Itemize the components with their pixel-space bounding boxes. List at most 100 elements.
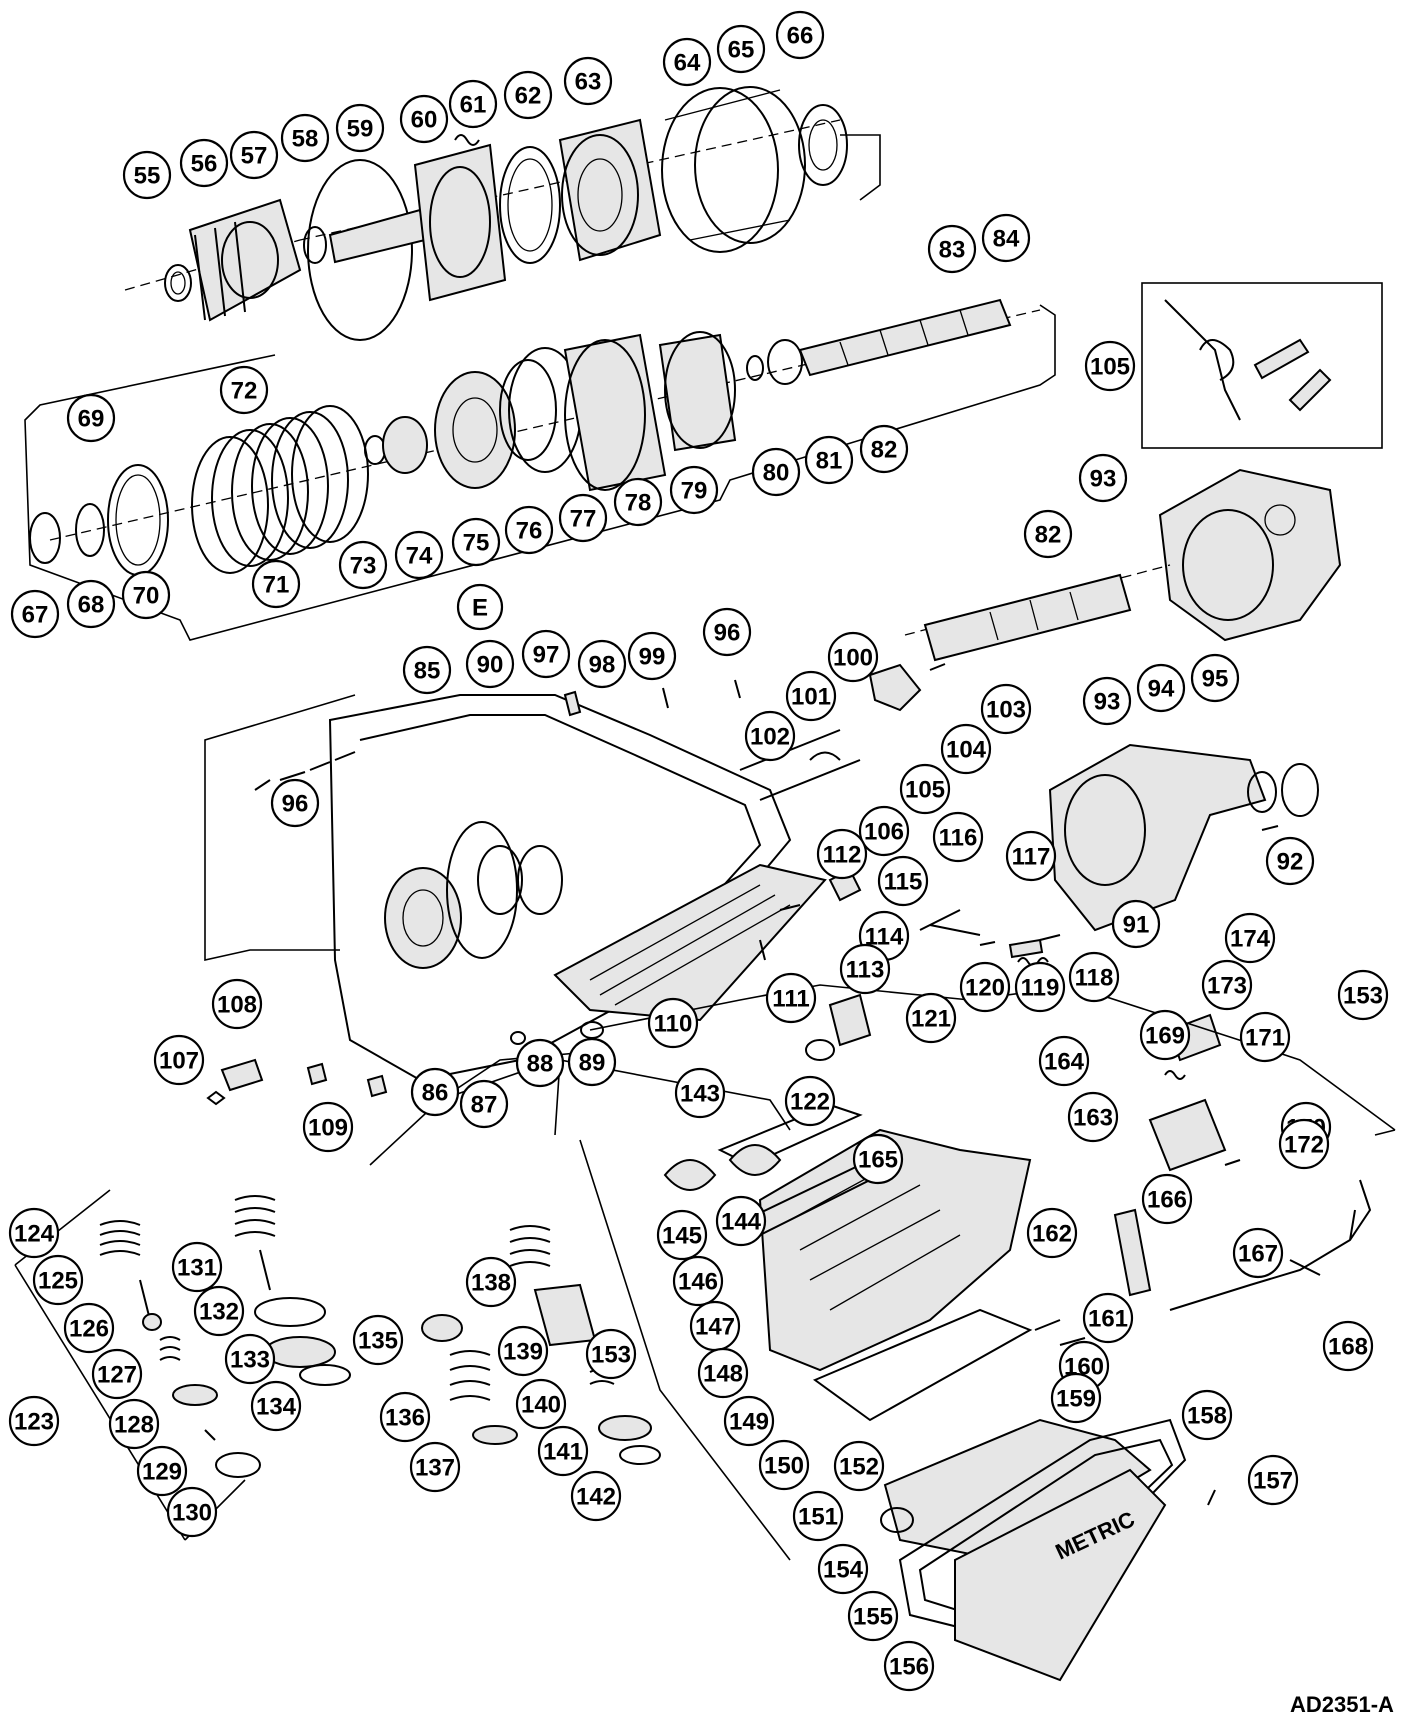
- callout-172: 172: [1278, 1118, 1330, 1170]
- callout-number: 85: [414, 658, 441, 685]
- callout-129: 129: [136, 1445, 188, 1497]
- callout-circle: [932, 811, 984, 863]
- callout-number: 139: [503, 1339, 543, 1366]
- callout-number: 74: [406, 543, 433, 570]
- callout-circle: [229, 130, 279, 180]
- callout-99: 99: [627, 631, 677, 681]
- callout-circle: [280, 113, 330, 163]
- callout-149: 149: [723, 1395, 775, 1447]
- callout-circle: [1278, 1118, 1330, 1170]
- callout-number: 115: [884, 869, 923, 896]
- callout-circle: [585, 1328, 637, 1380]
- callout-number: 97: [533, 642, 560, 669]
- callout-circle: [1023, 509, 1073, 559]
- callout-circle: [647, 997, 699, 1049]
- callout-60: 60: [399, 94, 449, 144]
- callout-circle: [775, 10, 825, 60]
- callout-circle: [1050, 1372, 1102, 1424]
- callout-circle: [816, 828, 868, 880]
- callout-number: 107: [159, 1048, 199, 1075]
- callout-154: 154: [817, 1543, 869, 1595]
- callout-number: 64: [674, 50, 701, 77]
- callout-number: 93: [1094, 689, 1121, 716]
- callout-136: 136: [379, 1391, 431, 1443]
- callout-number: 66: [787, 23, 814, 50]
- callout-111: 111: [765, 972, 817, 1024]
- callout-number: 171: [1245, 1025, 1285, 1052]
- callout-circle: [250, 1380, 302, 1432]
- callout-number: 68: [78, 592, 105, 619]
- callout-number: 168: [1328, 1334, 1368, 1361]
- callout-number: 128: [114, 1412, 154, 1439]
- callout-number: 146: [678, 1269, 718, 1296]
- callout-92: 92: [1265, 836, 1315, 886]
- callout-number: 94: [1148, 676, 1175, 703]
- callout-153: 153: [585, 1328, 637, 1380]
- callout-circle: [91, 1348, 143, 1400]
- callout-number: 167: [1238, 1241, 1278, 1268]
- callout-165: 165: [852, 1133, 904, 1185]
- callout-circle: [399, 94, 449, 144]
- callout-number: 121: [911, 1006, 951, 1033]
- callout-number: 106: [864, 819, 904, 846]
- callout-103: 103: [980, 683, 1032, 735]
- callout-number: 67: [22, 602, 49, 629]
- callout-circle: [1111, 899, 1161, 949]
- callout-number: 89: [579, 1050, 606, 1077]
- callout-circle: [1068, 951, 1120, 1003]
- callout-number: 59: [347, 116, 374, 143]
- callout-55: 55: [122, 150, 172, 200]
- callout-119: 119: [1014, 961, 1066, 1013]
- callout-number: 63: [575, 69, 602, 96]
- callout-109: 109: [302, 1101, 354, 1153]
- callout-circle: [1247, 1454, 1299, 1506]
- callout-108: 108: [211, 978, 263, 1030]
- callout-110: 110: [647, 997, 699, 1049]
- callout-number: 122: [790, 1089, 830, 1116]
- callout-number: 84: [993, 226, 1020, 253]
- callout-56: 56: [179, 138, 229, 188]
- callout-circle: [121, 570, 171, 620]
- callout-number: 61: [460, 92, 487, 119]
- callout-number: 87: [471, 1092, 498, 1119]
- callout-81: 81: [804, 435, 854, 485]
- callout-number: 136: [385, 1405, 425, 1432]
- callout-number: 117: [1012, 844, 1051, 871]
- callout-59: 59: [335, 103, 385, 153]
- callout-circle: [702, 607, 752, 657]
- callout-circle: [394, 530, 444, 580]
- callout-circle: [451, 517, 501, 567]
- callout-124: 124: [8, 1207, 60, 1259]
- callout-circle: [66, 393, 116, 443]
- callout-156: 156: [883, 1640, 935, 1692]
- callout-circle: [515, 1038, 565, 1088]
- callout-64: 64: [662, 37, 712, 87]
- callout-number: 70: [133, 583, 160, 610]
- callout-140: 140: [515, 1378, 567, 1430]
- callout-circle: [859, 424, 909, 474]
- callout-65: 65: [716, 24, 766, 74]
- callout-68: 68: [66, 579, 116, 629]
- callout-number: 148: [703, 1361, 743, 1388]
- callout-number: 90: [477, 652, 504, 679]
- callout-number: 55: [134, 163, 161, 190]
- callout-circle: [171, 1241, 223, 1293]
- callout-circle: [567, 1037, 617, 1087]
- callout-number: 155: [853, 1604, 893, 1631]
- callout-number: 156: [889, 1654, 929, 1681]
- callout-87: 87: [459, 1079, 509, 1129]
- callout-62: 62: [503, 70, 553, 120]
- callout-145: 145: [656, 1209, 708, 1261]
- callout-E: E: [456, 583, 504, 631]
- callout-circle: [899, 763, 951, 815]
- callout-number: 98: [589, 652, 616, 679]
- callout-circle: [723, 1395, 775, 1447]
- callout-86: 86: [410, 1067, 460, 1117]
- callout-circle: [656, 1209, 708, 1261]
- callout-number: 157: [1253, 1468, 1293, 1495]
- callout-circle: [338, 540, 388, 590]
- callout-147: 147: [689, 1300, 741, 1352]
- callout-number: 150: [764, 1453, 804, 1480]
- callout-circle: [409, 1441, 461, 1493]
- callout-number: 77: [570, 506, 597, 533]
